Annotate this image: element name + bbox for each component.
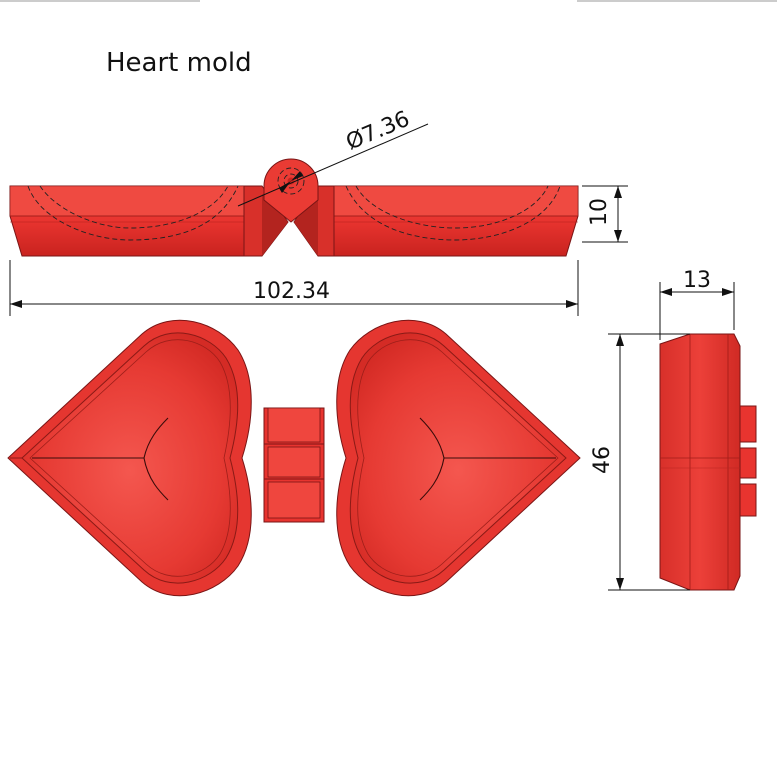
hinge-block	[263, 407, 325, 523]
length-dimension: 102.34	[9, 260, 579, 316]
end-view	[659, 333, 757, 591]
front-view	[9, 158, 579, 257]
drawing-title: Heart mold	[106, 48, 252, 78]
depth-label: 13	[683, 268, 711, 293]
left-half-top-strip	[9, 185, 245, 217]
length-label: 102.34	[253, 279, 330, 304]
width-label: 46	[590, 446, 615, 474]
right-cavity-hidden	[345, 185, 561, 241]
left-heart-half	[7, 319, 252, 597]
top-view	[7, 319, 581, 597]
hinge-diameter-label: Ø7.36	[343, 107, 414, 156]
width-dimension: 46	[590, 333, 690, 591]
left-cavity-hidden	[27, 185, 239, 241]
end-view-body	[659, 333, 741, 591]
height-dimension: 10	[582, 185, 628, 243]
depth-dimension: 13	[659, 268, 735, 340]
right-heart-half	[336, 319, 581, 597]
height-label: 10	[587, 198, 612, 226]
